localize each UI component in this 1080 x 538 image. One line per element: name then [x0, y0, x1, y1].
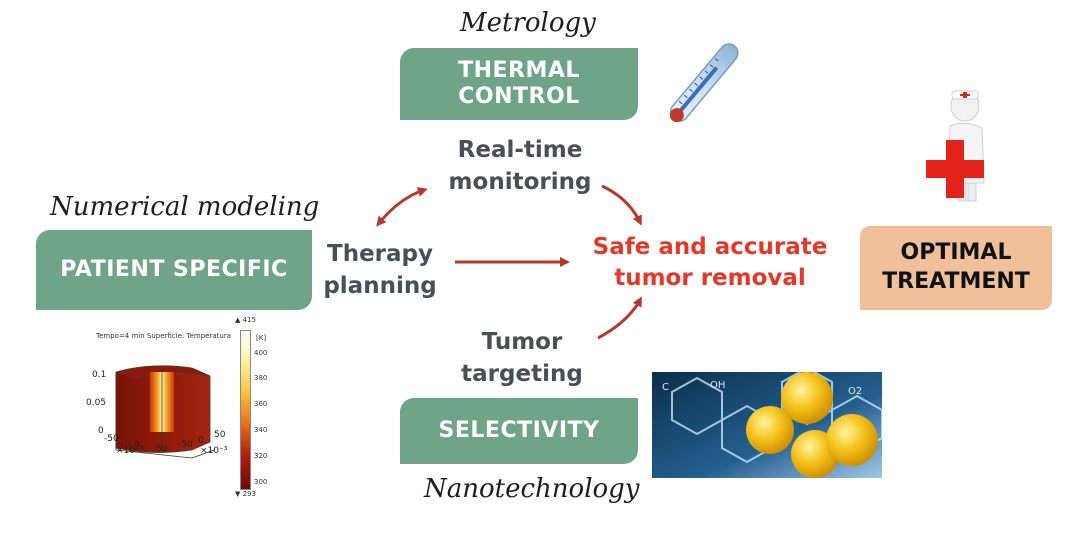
thermometer-icon — [669, 43, 739, 123]
thermal-control-box: THERMAL CONTROL — [400, 48, 638, 120]
nano-label-c: C — [662, 382, 669, 393]
y-tick: -50 — [178, 440, 193, 450]
nano-label-oh: OH — [710, 380, 725, 391]
x-tick: 50 — [156, 444, 168, 454]
realtime-monitoring-label: Real-time monitoring — [448, 137, 592, 196]
simulation-plot: Tempo=4 min Superficie: Temperatura ▲ 41… — [86, 316, 272, 500]
metrology-label: Metrology — [460, 8, 596, 38]
z-tick: 0 — [98, 426, 104, 436]
nanotechnology-label: Nanotechnology — [424, 474, 640, 504]
colorbar-tick: 300 — [254, 478, 268, 486]
patient-specific-box: PATIENT SPECIFIC — [36, 230, 312, 310]
colorbar-tick: 320 — [254, 452, 268, 460]
plot-3d-block — [114, 365, 215, 459]
y-tick: 50 — [214, 430, 226, 440]
colorbar-tick: 340 — [254, 426, 268, 434]
plot-max-label: ▲ 415 — [235, 316, 256, 324]
x-exponent: ×10⁻³ — [116, 446, 144, 456]
thermal-control-line1: THERMAL — [458, 57, 580, 83]
numerical-modeling-label: Numerical modeling — [50, 192, 320, 222]
optimal-treatment-box: OPTIMAL TREATMENT — [860, 226, 1052, 310]
y-exponent: ×10⁻³ — [200, 446, 228, 456]
colorbar-tick: 400 — [254, 349, 268, 357]
arrow-monitoring-planning — [376, 187, 428, 227]
arrow-targeting-outcome — [597, 296, 642, 340]
x-tick: -50 — [104, 434, 119, 444]
selectivity-box: SELECTIVITY — [400, 398, 638, 464]
nano-label-o2: O2 — [848, 386, 862, 397]
y-tick: 0 — [198, 436, 204, 446]
z-tick: 0.05 — [86, 398, 107, 408]
tumor-targeting-label: Tumor targeting — [461, 329, 583, 388]
nanoparticle-image: C OH O2 — [652, 366, 883, 478]
colorbar-tick: 380 — [254, 374, 268, 382]
plot-unit: [K] — [256, 334, 267, 342]
colorbar — [240, 330, 251, 490]
z-tick: 0.1 — [92, 370, 107, 380]
thermal-control-line2: CONTROL — [458, 84, 580, 109]
outcome-label: Safe and accurate tumor removal — [592, 234, 828, 292]
plot-header: Tempo=4 min Superficie: Temperatura — [96, 332, 231, 340]
plot-min-label: ▼ 293 — [235, 490, 256, 498]
x-tick: 0 — [134, 440, 140, 450]
colorbar-tick: 360 — [254, 400, 268, 408]
doctor-cross-icon — [926, 90, 985, 202]
therapy-planning-label: Therapy planning — [323, 241, 437, 300]
arrow-monitoring-outcome — [601, 184, 642, 226]
